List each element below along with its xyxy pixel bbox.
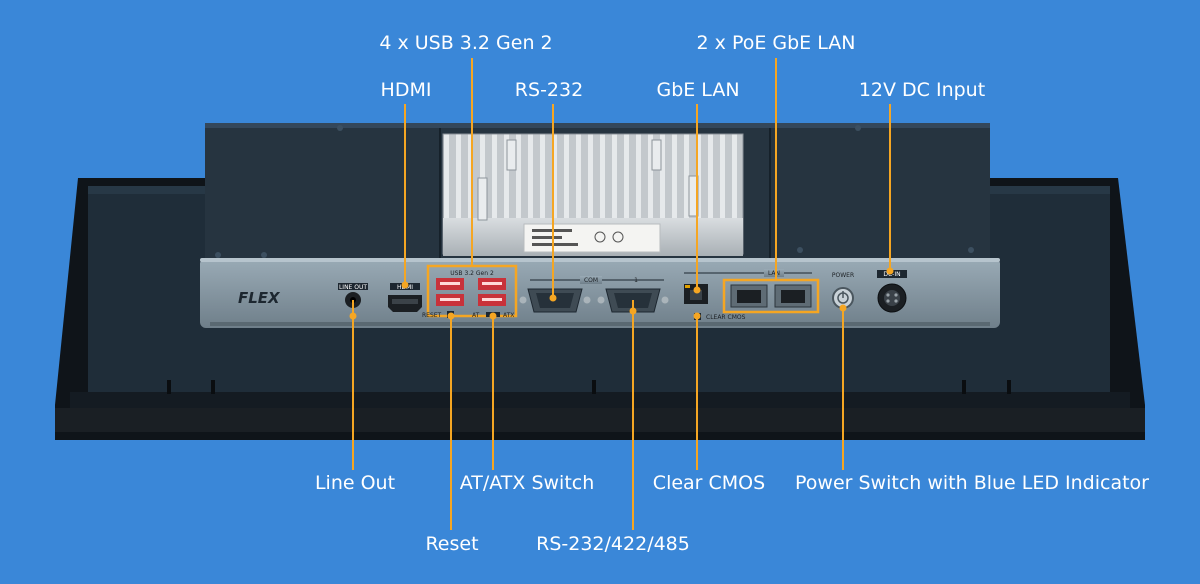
reset-panel-label: RESET [422, 312, 442, 319]
usb-panel-label: USB 3.2 Gen 2 [450, 270, 494, 277]
callout-dc-input: 12V DC Input [858, 79, 986, 101]
callout-rs232-422-485: RS-232/422/485 [536, 533, 690, 555]
clear-cmos-panel-label: CLEAR CMOS [706, 314, 746, 321]
poe-highlight [722, 278, 820, 314]
leader-lines [352, 58, 891, 530]
usb-ports [436, 278, 506, 306]
com-number-label: 1 [634, 277, 638, 284]
brand-logo: FLEX [238, 289, 281, 307]
lan-panel-label: LAN [768, 270, 780, 277]
callout-rs232: RS-232 [514, 79, 584, 101]
at-panel-label: AT [472, 312, 480, 319]
poe-lan-ports [730, 284, 812, 308]
atx-panel-label: ATX [503, 312, 514, 319]
callout-usb: 4 x USB 3.2 Gen 2 [379, 32, 553, 54]
vent-slots [167, 380, 1011, 394]
callout-at-atx-switch: AT/ATX Switch [459, 472, 595, 494]
com-panel-label: COM [584, 277, 598, 284]
callout-gbe-lan: GbE LAN [656, 79, 740, 101]
callout-line-out: Line Out [314, 472, 396, 494]
callout-power-switch: Power Switch with Blue LED Indicator [795, 472, 1149, 494]
dc-in-panel-label: DC-IN [883, 271, 900, 278]
callout-poe-lan: 2 x PoE GbE LAN [696, 32, 856, 54]
power-panel-label: POWER [832, 272, 854, 279]
callout-clear-cmos: Clear CMOS [652, 472, 766, 494]
line-out-label: LINE OUT [339, 284, 367, 291]
callout-hdmi: HDMI [380, 79, 432, 101]
callout-reset: Reset [425, 533, 479, 555]
gbe-lan-port [684, 284, 708, 304]
